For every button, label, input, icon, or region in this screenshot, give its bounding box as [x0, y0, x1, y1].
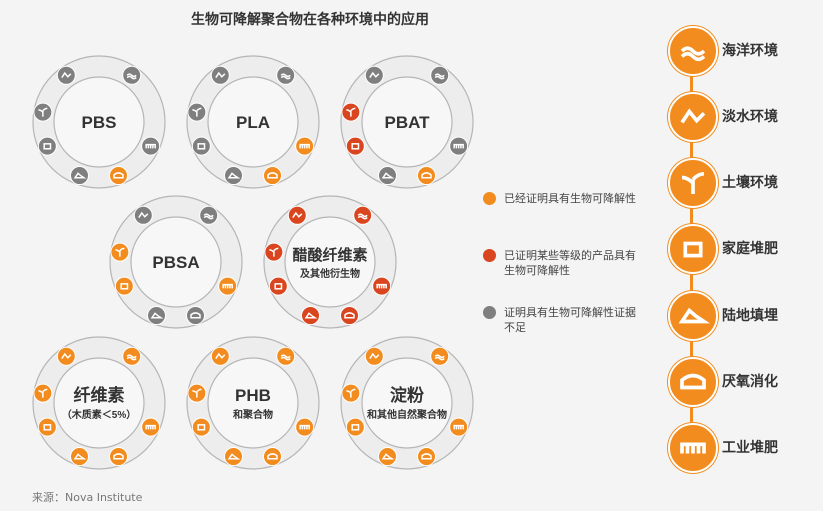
status-badge-proven: [108, 447, 128, 467]
polymer-name: PHB: [235, 386, 271, 405]
environment-label: 厌氧消化: [722, 374, 778, 390]
status-badge-proven: [345, 417, 365, 437]
status-badge-insufficient: [191, 136, 211, 156]
diagram-title: 生物可降解聚合物在各种环境中的应用: [191, 12, 429, 28]
ring-inner: [207, 357, 299, 449]
landfill-icon: [668, 291, 718, 341]
polymer-name: PLA: [236, 113, 270, 132]
polymer-ring: PHB 和聚合物: [186, 336, 320, 470]
status-badge-partial: [339, 306, 359, 326]
polymer-ring: PBSA: [109, 195, 243, 329]
status-badge-partial: [345, 136, 365, 156]
ocean-icon: [668, 26, 718, 76]
anaerobic-digestion-icon: [668, 357, 718, 407]
ring-inner: [53, 76, 145, 168]
status-badge-proven: [37, 417, 57, 437]
status-badge-partial: [268, 276, 288, 296]
polymer-name: PBS: [82, 113, 117, 132]
polymer-name: 醋酸纤维素: [292, 246, 367, 264]
source-note: 来源：Nova Institute: [32, 491, 143, 504]
polymer-subtitle: （木质素＜5%）: [62, 408, 136, 421]
environment-label: 海洋环境: [722, 43, 778, 59]
polymer-name: 淀粉: [390, 385, 424, 405]
ring-inner: [361, 357, 453, 449]
ring-inner: [207, 76, 299, 168]
status-badge-proven: [262, 447, 282, 467]
polymer-name: PBSA: [152, 253, 199, 272]
status-badge-proven: [416, 447, 436, 467]
status-badge-insufficient: [185, 306, 205, 326]
ring-inner: [361, 76, 453, 168]
polymer-ring: PBAT: [340, 55, 474, 189]
environment-label: 家庭堆肥: [722, 241, 778, 257]
home-compost-icon: [668, 224, 718, 274]
environment-label: 淡水环境: [722, 109, 778, 125]
polymer-subtitle: 及其他衍生物: [300, 267, 360, 280]
polymer-name: 纤维素: [74, 385, 125, 405]
status-badge-proven: [262, 166, 282, 186]
freshwater-icon: [668, 92, 718, 142]
ring-inner: [284, 216, 376, 308]
polymer-ring: PLA: [186, 55, 320, 189]
status-badge-proven: [108, 166, 128, 186]
status-badge-insufficient: [37, 136, 57, 156]
environment-label: 工业堆肥: [722, 440, 778, 456]
polymer-ring: 纤维素 （木质素＜5%）: [32, 336, 166, 470]
legend-label: 证明具有生物可降解性证据不足: [504, 306, 636, 334]
legend-label: 已证明某些等级的产品具有生物可降解性: [504, 249, 636, 277]
status-badge-proven: [416, 166, 436, 186]
ring-inner: [130, 216, 222, 308]
status-badge-proven: [114, 276, 134, 296]
polymer-subtitle: 和聚合物: [232, 408, 273, 421]
polymer-name: PBAT: [384, 113, 430, 132]
polymer-ring: PBS: [32, 55, 166, 189]
environment-label: 陆地填埋: [722, 308, 778, 324]
partial-dot: [483, 249, 496, 262]
proven-dot: [483, 192, 496, 205]
soil-icon: [668, 158, 718, 208]
legend-label: 已经证明具有生物可降解性: [504, 192, 636, 205]
insufficient-dot: [483, 306, 496, 319]
ring-inner: [53, 357, 145, 449]
status-badge-proven: [191, 417, 211, 437]
polymer-subtitle: 和其他自然聚合物: [366, 408, 447, 421]
environment-label: 土壤环境: [722, 175, 778, 191]
industrial-compost-icon: [668, 423, 718, 473]
